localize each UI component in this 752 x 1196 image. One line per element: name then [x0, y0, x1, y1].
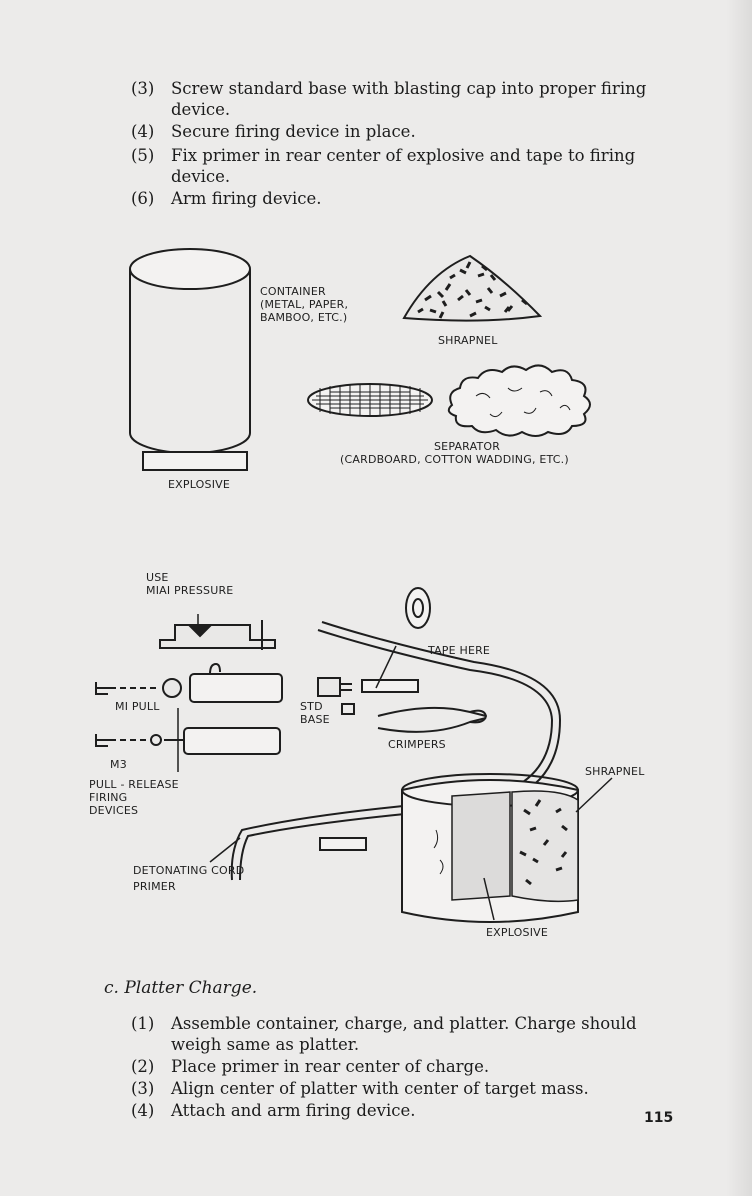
- tape-roll-drawing: [405, 587, 431, 629]
- step-number: (1): [131, 1014, 155, 1033]
- step-text: Fix primer in rear center of explosive a…: [171, 146, 636, 165]
- use-m1a1-pressure-label: USE MIAI PRESSURE: [146, 571, 234, 597]
- primer-label: PRIMER: [133, 880, 176, 893]
- explosive-charge-label: EXPLOSIVE: [486, 926, 549, 939]
- step-text: Secure firing device in place.: [171, 122, 416, 141]
- step-text: Attach and arm firing device.: [171, 1101, 416, 1120]
- charge-container-drawing: [401, 773, 579, 923]
- container-drawing: [129, 248, 251, 454]
- step-number: (3): [131, 79, 155, 98]
- tape-here-label: TAPE HERE: [428, 644, 491, 657]
- step-number: (2): [131, 1057, 155, 1076]
- crimpers-label: CRIMPERS: [388, 738, 446, 751]
- m1a1-pressure-device-drawing: [159, 620, 276, 650]
- std-base-label: STD BASE: [300, 700, 330, 726]
- step-text: Screw standard base with blasting cap in…: [171, 79, 647, 98]
- step-4-secure-device: (4) Secure firing device in place.: [131, 121, 691, 142]
- section-title-platter-charge: c. Platter Charge.: [104, 978, 258, 998]
- platter-step-4: (4) Attach and arm firing device.: [131, 1100, 691, 1121]
- step-number: (6): [131, 189, 155, 208]
- crimpers-drawing: [377, 706, 488, 733]
- pull-release-firing-devices-label: PULL - RELEASE FIRING DEVICES: [89, 778, 179, 817]
- separator-disc-drawing: [307, 383, 433, 417]
- step-6-arm-device: (6) Arm firing device.: [131, 188, 691, 209]
- shrapnel-charge-label: SHRAPNEL: [585, 765, 645, 778]
- blasting-cap-drawing: [361, 679, 419, 693]
- step-5-fix-primer: (5) Fix primer in rear center of explosiv…: [131, 145, 691, 187]
- m1-pull-label: MI PULL: [115, 700, 160, 713]
- step-text: Arm firing device.: [171, 189, 322, 208]
- m1-pull-device-drawing: [95, 662, 283, 703]
- step-text: Align center of platter with center of t…: [171, 1079, 589, 1098]
- platter-step-3: (3) Align center of platter with center o…: [131, 1078, 691, 1099]
- explosive-label: EXPLOSIVE: [168, 478, 231, 491]
- step-number: (4): [131, 122, 155, 141]
- platter-step-2: (2) Place primer in rear center of charge…: [131, 1056, 691, 1077]
- container-label: CONTAINER (METAL, PAPER, BAMBOO, ETC.): [260, 285, 349, 324]
- step-text: Place primer in rear center of charge.: [171, 1057, 490, 1076]
- step-text-continued: device.: [171, 100, 231, 119]
- m3-label: M3: [110, 758, 127, 771]
- shrapnel-label: SHRAPNEL: [438, 334, 498, 347]
- platter-step-1: (1) Assemble container, charge, and platt…: [131, 1013, 691, 1055]
- step-text-continued: weigh same as platter.: [171, 1035, 360, 1054]
- explosive-block-drawing: [142, 451, 248, 471]
- step-text: Assemble container, charge, and platter.…: [171, 1014, 637, 1033]
- page-edge-shadow: [726, 0, 752, 1196]
- m3-pull-release-device-drawing: [95, 727, 281, 755]
- step-3-screw-base: (3) Screw standard base with blasting cap…: [131, 78, 691, 120]
- label-leader-lines: [177, 614, 613, 921]
- step-number: (3): [131, 1079, 155, 1098]
- separator-label: SEPARATOR (CARDBOARD, COTTON WADDING, ET…: [340, 440, 569, 466]
- cotton-wadding-drawing: [447, 364, 591, 437]
- std-base-drawing: [317, 677, 355, 715]
- detonating-cord-label: DETONATING CORD: [133, 864, 245, 877]
- page-number: 115: [644, 1110, 674, 1126]
- shrapnel-pile-drawing: [402, 254, 543, 322]
- step-text-continued: device.: [171, 167, 231, 186]
- step-number: (4): [131, 1101, 155, 1120]
- step-number: (5): [131, 146, 155, 165]
